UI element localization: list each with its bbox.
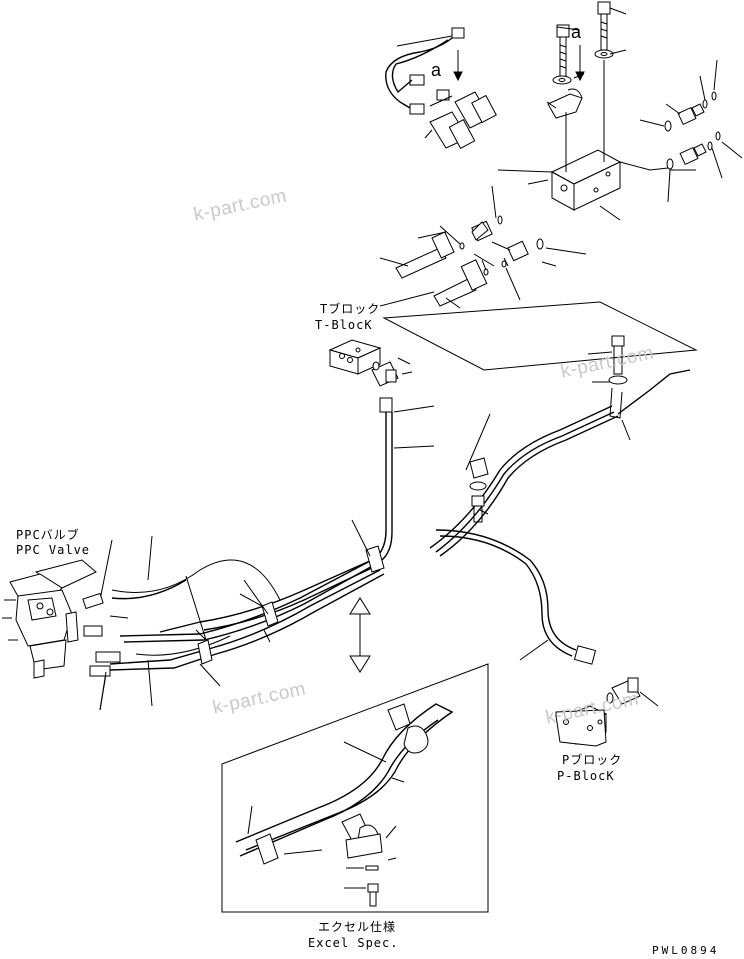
double-arrow-icon xyxy=(349,597,371,673)
upper-manifold-assembly xyxy=(379,1,743,371)
ppc-valve-icon xyxy=(2,559,121,679)
drawing-code: PWL0894 xyxy=(652,944,720,957)
connector-icon xyxy=(451,27,465,39)
t-block-label-jp: Tブロック xyxy=(320,302,381,316)
t-block-icon xyxy=(328,339,413,387)
excel-spec-inset xyxy=(221,663,489,913)
excel-spec-label-en: Excel Spec. xyxy=(308,936,399,950)
hose-routing xyxy=(99,335,691,711)
p-block-label-en: P-BlocK xyxy=(557,769,615,783)
t-block-label-en: T-BlocK xyxy=(315,318,373,332)
excel-spec-label-jp: エクセル仕様 xyxy=(318,920,397,934)
valve-manifold-icon xyxy=(550,149,622,211)
ppc-valve-label-en: PPC Valve xyxy=(16,543,91,557)
callout-a-right: a xyxy=(571,22,582,42)
ppc-valve-label-jp: PPCバルブ xyxy=(16,528,80,542)
callout-a-left: a xyxy=(431,60,442,80)
p-block-label-jp: Pブロック xyxy=(562,753,623,767)
p-block-icon xyxy=(555,677,659,747)
